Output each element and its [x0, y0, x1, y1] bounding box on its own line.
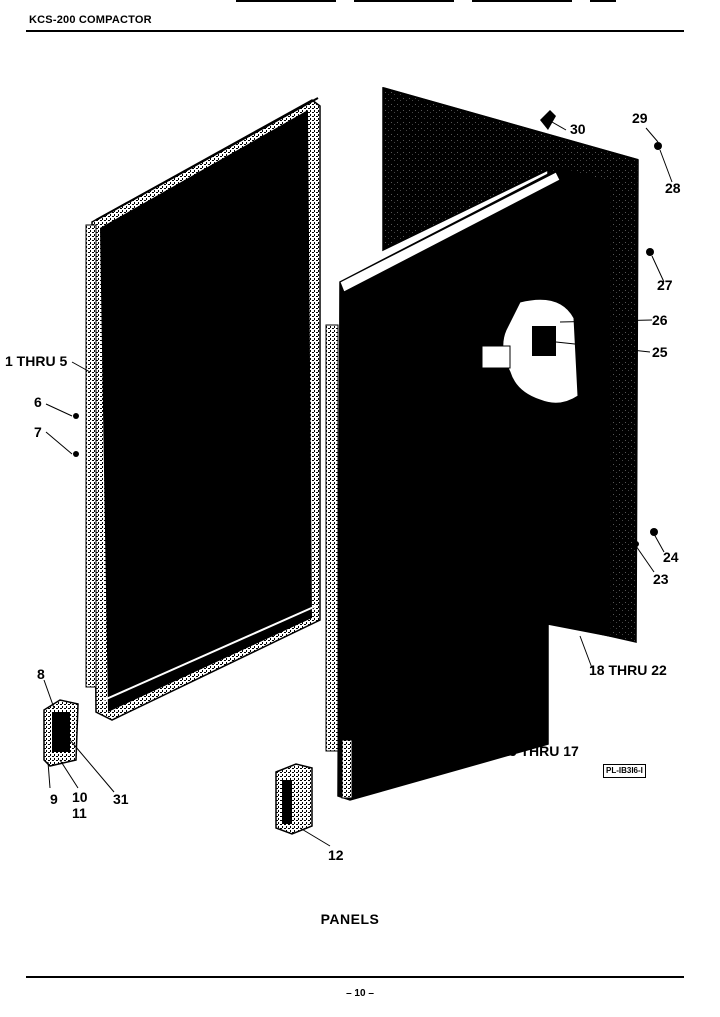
callout-12: 12: [328, 847, 344, 863]
top-border-dashes: [236, 0, 616, 2]
screws: [73, 110, 662, 547]
callout-8: 8: [37, 666, 45, 682]
plate-id-label: PL-IB3I6-I: [603, 764, 646, 778]
footer-rule: [26, 976, 684, 978]
callout-26: 26: [652, 312, 668, 328]
callout-9: 9: [50, 791, 58, 807]
callout-10: 10: [72, 789, 88, 805]
callout-25: 25: [652, 344, 668, 360]
callout-31: 31: [113, 791, 129, 807]
left-side-panel: [85, 97, 321, 721]
diagram-caption: PANELS: [320, 911, 380, 927]
callout-30: 30: [570, 121, 586, 137]
callout-23: 23: [653, 571, 669, 587]
callout-27: 27: [657, 277, 673, 293]
callout-18-thru-22: 18 THRU 22: [589, 662, 667, 678]
header-rule: [26, 30, 684, 32]
callout-13-thru-17: 13 THRU 17: [501, 743, 579, 759]
toe-kick-block: [275, 763, 313, 835]
callout-1-thru-5: 1 THRU 5: [5, 353, 68, 369]
page-number: – 10 –: [346, 988, 374, 999]
page-title: KCS-200 COMPACTOR: [29, 14, 152, 26]
leader-lines: [43, 121, 673, 847]
callout-6: 6: [34, 394, 42, 410]
callout-28: 28: [665, 180, 681, 196]
callout-7: 7: [34, 424, 42, 440]
front-panel: [325, 167, 611, 801]
hinge-bracket: [43, 699, 79, 767]
callout-11: 11: [72, 805, 87, 821]
callout-29: 29: [632, 110, 648, 126]
callout-24: 24: [663, 549, 679, 565]
